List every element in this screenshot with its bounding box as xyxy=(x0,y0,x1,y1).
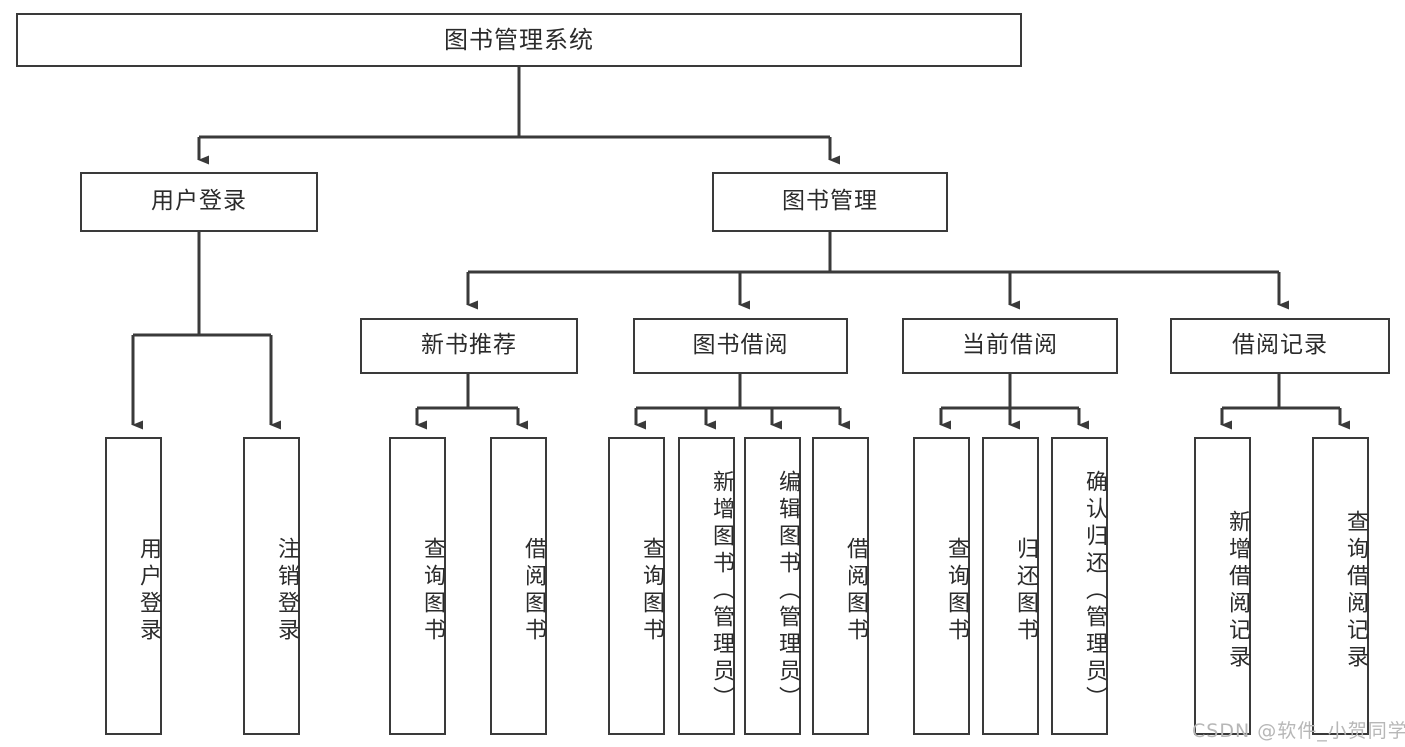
node-label: 确认归还（管理员） xyxy=(1082,469,1107,713)
node-root-system[interactable]: 图书管理系统 xyxy=(16,13,1022,67)
leaf-record-add-record[interactable]: 新增借阅记录 xyxy=(1194,437,1251,735)
node-label: 归还图书 xyxy=(1013,537,1038,645)
csdn-watermark: CSDN @软件_小贺同学 xyxy=(1192,720,1405,742)
leaf-current-return-book[interactable]: 归还图书 xyxy=(982,437,1039,735)
node-label: 借阅记录 xyxy=(1232,332,1328,359)
node-label: 新增图书（管理员） xyxy=(709,469,734,713)
node-label: 用户登录 xyxy=(151,188,247,215)
node-label: 查询图书 xyxy=(944,537,969,645)
node-label: 图书管理 xyxy=(782,188,878,215)
node-label: 查询借阅记录 xyxy=(1343,510,1368,672)
node-label: 借阅图书 xyxy=(843,537,868,645)
node-new-book-recommend[interactable]: 新书推荐 xyxy=(360,318,578,374)
leaf-recommend-query-book[interactable]: 查询图书 xyxy=(389,437,446,735)
node-label: 图书借阅 xyxy=(692,332,789,359)
leaf-user-login-signout[interactable]: 注销登录 xyxy=(243,437,300,735)
node-label: 当前借阅 xyxy=(962,332,1058,359)
node-borrow-record[interactable]: 借阅记录 xyxy=(1170,318,1390,374)
node-book-borrow[interactable]: 图书借阅 xyxy=(633,318,848,374)
leaf-borrow-query-book[interactable]: 查询图书 xyxy=(608,437,665,735)
node-label: 用户登录 xyxy=(136,537,161,645)
node-user-login[interactable]: 用户登录 xyxy=(80,172,318,232)
leaf-borrow-borrow-book[interactable]: 借阅图书 xyxy=(812,437,869,735)
leaf-current-confirm-return-admin[interactable]: 确认归还（管理员） xyxy=(1051,437,1108,735)
node-label: 新增借阅记录 xyxy=(1225,510,1250,672)
node-label: 图书管理系统 xyxy=(444,25,594,54)
node-label: 新书推荐 xyxy=(421,332,517,359)
leaf-borrow-edit-book-admin[interactable]: 编辑图书（管理员） xyxy=(744,437,801,735)
leaf-recommend-borrow-book[interactable]: 借阅图书 xyxy=(490,437,547,735)
node-label: 注销登录 xyxy=(274,537,299,645)
node-label: 查询图书 xyxy=(639,537,664,645)
leaf-user-login-signin[interactable]: 用户登录 xyxy=(105,437,162,735)
node-label: 编辑图书（管理员） xyxy=(775,469,800,713)
node-label: 查询图书 xyxy=(420,537,445,645)
leaf-current-query-book[interactable]: 查询图书 xyxy=(913,437,970,735)
node-label: 借阅图书 xyxy=(521,537,546,645)
leaf-record-query-record[interactable]: 查询借阅记录 xyxy=(1312,437,1369,735)
leaf-borrow-add-book-admin[interactable]: 新增图书（管理员） xyxy=(678,437,735,735)
node-book-management[interactable]: 图书管理 xyxy=(712,172,948,232)
node-current-borrow[interactable]: 当前借阅 xyxy=(902,318,1118,374)
